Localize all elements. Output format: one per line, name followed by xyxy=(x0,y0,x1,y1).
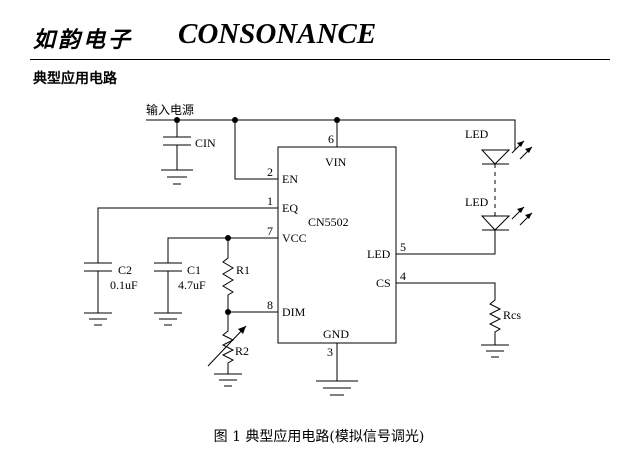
figure-caption: 图 1 典型应用电路(模拟信号调光) xyxy=(213,429,425,445)
ic-ground-symbol xyxy=(316,380,358,396)
led2-label: LED xyxy=(465,195,489,209)
junction-cin xyxy=(174,117,180,123)
led1-diode xyxy=(480,149,511,165)
pin-number-gnd: 3 xyxy=(327,345,333,359)
pin-label-cs: CS xyxy=(376,276,391,290)
page-header: 如韵电子 CONSONANCE xyxy=(0,0,638,62)
c1-capacitor xyxy=(154,262,182,272)
c2-label: C2 xyxy=(118,263,132,277)
section-title: 典型应用电路 xyxy=(33,71,117,87)
pin-number-en: 2 xyxy=(267,165,273,179)
pin-label-vcc: VCC xyxy=(282,231,307,245)
pin-label-dim: DIM xyxy=(282,305,306,319)
c1-label: C1 xyxy=(187,263,201,277)
led2-diode xyxy=(480,215,511,231)
pin-number-led: 5 xyxy=(400,240,406,254)
r2-resistor xyxy=(221,312,235,374)
pin-label-eq: EQ xyxy=(282,201,298,215)
junction-en xyxy=(232,117,238,123)
brand-name-chinese: 如韵电子 xyxy=(33,27,134,53)
pin-number-dim: 8 xyxy=(267,298,273,312)
r2-adjust-arrow xyxy=(207,325,247,367)
pin-number-cs: 4 xyxy=(400,269,406,283)
r2-ground-symbol xyxy=(214,373,242,387)
pin-label-vin: VIN xyxy=(325,155,347,169)
eq-wire xyxy=(97,207,278,263)
led1-arrow-head-2 xyxy=(525,147,532,153)
led-wire xyxy=(396,230,496,255)
rcs-label: Rcs xyxy=(503,308,521,322)
vcc-wire xyxy=(167,237,278,263)
cin-capacitor xyxy=(163,136,191,146)
r2-arrow-head xyxy=(238,326,246,334)
r1-resistor xyxy=(222,238,234,312)
junction-dim xyxy=(225,309,231,315)
led1-label: LED xyxy=(465,127,489,141)
led2-arrow-head-2 xyxy=(525,213,532,219)
r1-label: R1 xyxy=(236,263,250,277)
c1-value: 4.7uF xyxy=(178,278,206,292)
cin-label: CIN xyxy=(195,136,216,150)
pin-number-eq: 1 xyxy=(267,194,273,208)
input-supply-wire xyxy=(146,119,516,150)
pin-number-vcc: 7 xyxy=(267,224,273,238)
c1-ground-symbol xyxy=(154,312,182,326)
r2-label: R2 xyxy=(235,344,249,358)
c2-value: 0.1uF xyxy=(110,278,138,292)
junction-vin xyxy=(334,117,340,123)
led1-arrow-head-1 xyxy=(517,141,524,147)
cin-ground-symbol xyxy=(161,169,193,185)
header-divider xyxy=(30,59,610,60)
chip-name: CN5502 xyxy=(308,215,349,229)
en-wire xyxy=(234,120,278,180)
rcs-resistor xyxy=(396,282,502,345)
pin-label-led: LED xyxy=(367,247,391,261)
led2-arrow-head-1 xyxy=(517,207,524,213)
pin-label-en: EN xyxy=(282,172,298,186)
c2-capacitor xyxy=(84,262,112,272)
pin-label-gnd: GND xyxy=(323,327,349,341)
rcs-ground-symbol xyxy=(481,344,509,358)
input-supply-label: 输入电源 xyxy=(146,102,194,117)
pin-number-vin: 6 xyxy=(328,132,334,146)
c2-ground-symbol xyxy=(84,312,112,326)
brand-name-english: CONSONANCE xyxy=(178,18,377,50)
junction-vcc xyxy=(225,235,231,241)
